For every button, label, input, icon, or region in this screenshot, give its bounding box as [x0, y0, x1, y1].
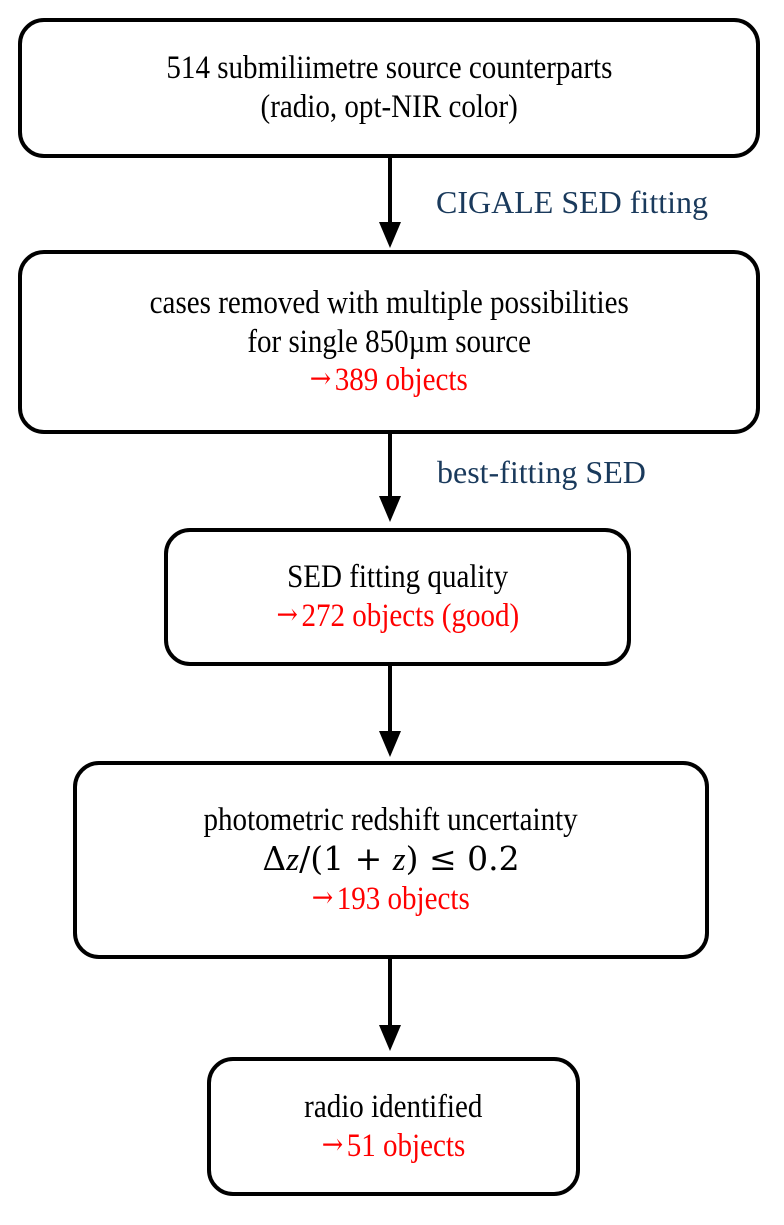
node-sed-fitting-quality-count-value: 272 objects (good): [301, 598, 519, 634]
node-sed-fitting-quality: SED fitting quality →272 objects (good): [164, 528, 631, 666]
edge-4-shaft: [388, 959, 392, 1029]
edge-3-shaft: [388, 666, 392, 735]
node-multiplicity-cut-line-2: for single 850µm source: [247, 323, 531, 360]
node-initial-sample-line-1: 514 submiliimetre source counterparts: [166, 50, 612, 87]
node-photoz-uncertainty-formula: Δz/(1 + z) ≤ 0.2: [262, 839, 520, 880]
node-multiplicity-cut-line-1: cases removed with multiple possibilitie…: [149, 284, 629, 321]
node-radio-identified-line-1: radio identified: [304, 1088, 483, 1125]
edge-1-label: CIGALE SED fitting: [436, 184, 708, 220]
edge-2-label: best-fitting SED: [437, 454, 646, 490]
node-sed-fitting-quality-count: →272 objects (good): [276, 597, 519, 636]
right-arrow-icon: →: [276, 597, 298, 631]
node-photoz-uncertainty: photometric redshift uncertainty Δz/(1 +…: [73, 761, 709, 959]
formula-var-z2: z: [392, 842, 406, 879]
formula-open: /(1 +: [299, 839, 393, 879]
node-photoz-uncertainty-count-value: 193 objects: [336, 880, 470, 917]
edge-2-arrowhead-icon: [379, 496, 401, 522]
node-photoz-uncertainty-count: →193 objects: [312, 880, 470, 919]
formula-close: ) ≤ 0.2: [405, 839, 520, 879]
right-arrow-icon: →: [311, 879, 334, 914]
node-multiplicity-cut-count-value: 389 objects: [334, 362, 468, 399]
edge-4-arrowhead-icon: [379, 1025, 401, 1051]
edge-1-arrowhead-icon: [379, 222, 401, 248]
node-photoz-uncertainty-line-1: photometric redshift uncertainty: [203, 802, 579, 839]
node-sed-fitting-quality-line-1: SED fitting quality: [286, 559, 509, 596]
node-radio-identified-count: →51 objects: [322, 1127, 465, 1166]
edge-3-arrowhead-icon: [379, 731, 401, 757]
right-arrow-icon: →: [321, 1126, 344, 1161]
node-radio-identified: radio identified →51 objects: [207, 1057, 580, 1196]
node-multiplicity-cut: cases removed with multiple possibilitie…: [18, 250, 760, 434]
node-multiplicity-cut-count: →389 objects: [310, 361, 468, 400]
formula-delta: Δ: [262, 839, 287, 879]
edge-2-shaft: [388, 434, 392, 500]
node-initial-sample-line-2: (radio, opt-NIR color): [260, 89, 518, 125]
right-arrow-icon: →: [309, 361, 332, 396]
node-initial-sample: 514 submiliimetre source counterparts (r…: [18, 18, 760, 158]
node-radio-identified-count-value: 51 objects: [346, 1127, 466, 1164]
edge-1-shaft: [388, 158, 392, 226]
formula-var-z: z: [286, 842, 300, 879]
